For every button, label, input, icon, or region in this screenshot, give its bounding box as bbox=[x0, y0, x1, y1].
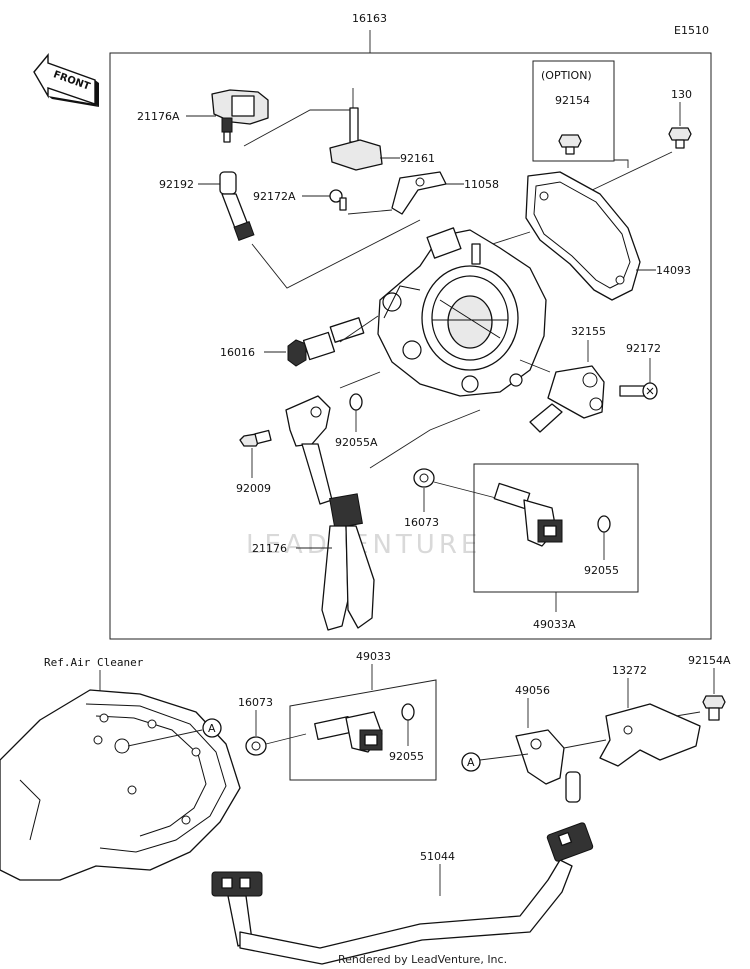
credit: Rendered by LeadVenture, Inc. bbox=[338, 953, 507, 966]
cover-14093 bbox=[525, 171, 641, 301]
sensor-16016 bbox=[287, 317, 365, 367]
throttle-body bbox=[377, 227, 547, 397]
part-label-92154: 92154 bbox=[555, 94, 590, 107]
screw-92172A bbox=[329, 189, 347, 211]
part-label-21176A: 21176A bbox=[137, 110, 180, 123]
screw-92009 bbox=[239, 429, 272, 447]
part-label-92009: 92009 bbox=[236, 482, 271, 495]
front-arrow-icon: FRONT bbox=[33, 53, 99, 107]
callout-a-left bbox=[202, 718, 222, 738]
part-label-21176: 21176 bbox=[252, 542, 287, 555]
bolt-92154A bbox=[702, 695, 726, 721]
option-box bbox=[532, 60, 615, 162]
callout-a-right-label: A bbox=[467, 756, 475, 769]
injector-49033 bbox=[314, 711, 383, 753]
oring-92055A bbox=[349, 393, 363, 411]
part-label-14093: 14093 bbox=[656, 264, 691, 277]
air-cleaner-housing bbox=[0, 689, 241, 881]
collar-16073 bbox=[413, 468, 435, 488]
part-label-92055A: 92055A bbox=[335, 436, 378, 449]
part-label-16073: 16073 bbox=[404, 516, 439, 529]
option-label: (OPTION) bbox=[541, 69, 592, 82]
injector-49033A bbox=[493, 482, 563, 547]
bracket-32155 bbox=[529, 365, 605, 433]
callout-a-left-label: A bbox=[208, 722, 216, 735]
part-label-32155: 32155 bbox=[571, 325, 606, 338]
part-label-49033A: 49033A bbox=[533, 618, 576, 631]
oring-92055 bbox=[597, 515, 611, 533]
part-label-92172A: 92172A bbox=[253, 190, 296, 203]
bracket-13272 bbox=[599, 703, 701, 767]
collar-16073-lower bbox=[245, 736, 267, 756]
joint-49056 bbox=[515, 729, 581, 803]
part-label-49033: 49033 bbox=[356, 650, 391, 663]
assembly-number-16163: 16163 bbox=[352, 12, 387, 25]
part-label-16073-lower: 16073 bbox=[238, 696, 273, 709]
fuel-hose-51044 bbox=[211, 822, 594, 965]
screw-92172 bbox=[619, 382, 658, 400]
bolt-92154 bbox=[558, 134, 582, 155]
ref-air-cleaner-label: Ref.Air Cleaner bbox=[44, 656, 144, 669]
part-label-49056: 49056 bbox=[515, 684, 550, 697]
sensor-21176A bbox=[211, 89, 269, 143]
diagram-code: E1510 bbox=[674, 24, 709, 37]
part-label-13272: 13272 bbox=[612, 664, 647, 677]
assembly-frame bbox=[109, 52, 712, 640]
bracket-92161 bbox=[329, 107, 383, 171]
part-label-92154A: 92154A bbox=[688, 654, 731, 667]
bracket-11058 bbox=[391, 171, 447, 215]
part-label-92161: 92161 bbox=[400, 152, 435, 165]
hose-92192 bbox=[219, 171, 255, 241]
part-label-92055: 92055 bbox=[584, 564, 619, 577]
part-label-92192: 92192 bbox=[159, 178, 194, 191]
part-label-51044: 51044 bbox=[420, 850, 455, 863]
part-label-92172: 92172 bbox=[626, 342, 661, 355]
sensor-21176 bbox=[285, 395, 375, 631]
part-label-92055-lower: 92055 bbox=[389, 750, 424, 763]
part-label-16016: 16016 bbox=[220, 346, 255, 359]
callout-a-right bbox=[461, 752, 481, 772]
oring-92055-lower bbox=[401, 703, 415, 721]
injector-box-49033 bbox=[289, 679, 437, 781]
part-label-130: 130 bbox=[671, 88, 692, 101]
bolt-130 bbox=[668, 127, 692, 149]
part-label-11058: 11058 bbox=[464, 178, 499, 191]
